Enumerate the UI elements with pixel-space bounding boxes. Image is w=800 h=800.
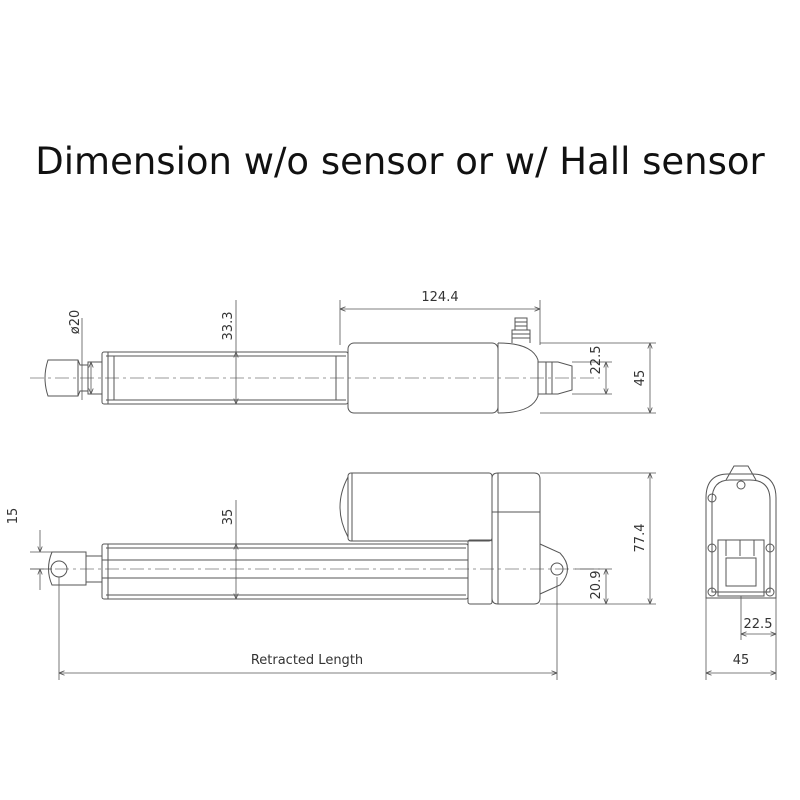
- label-45-top: 45: [633, 370, 648, 387]
- side-view-rod-eye: [48, 551, 87, 586]
- top-view-rod-end: [44, 359, 89, 397]
- label-33-3: 33.3: [221, 312, 236, 341]
- label-22-5-top: 22.5: [589, 346, 604, 375]
- page-title: Dimension w/o sensor or w/ Hall sensor: [35, 140, 765, 183]
- end-view-outline: [705, 473, 777, 599]
- side-view: [30, 472, 656, 680]
- label-22-5-end: 22.5: [744, 617, 773, 632]
- label-124-4: 124.4: [421, 290, 458, 305]
- end-view: [705, 465, 777, 680]
- label-retracted-length: Retracted Length: [251, 653, 363, 668]
- top-view: [30, 300, 656, 414]
- top-view-rear-clevis: [538, 361, 573, 395]
- label-45-end: 45: [733, 653, 750, 668]
- label-77-4: 77.4: [633, 524, 648, 553]
- side-view-tube: [101, 543, 469, 600]
- label-dia-20: ø20: [68, 310, 83, 335]
- end-view-inner-box: [717, 539, 765, 597]
- label-35: 35: [221, 509, 236, 526]
- side-view-collar: [467, 539, 493, 605]
- label-15: 15: [6, 508, 21, 525]
- label-20-9: 20.9: [589, 571, 604, 600]
- top-view-cable-gland: [511, 329, 531, 343]
- side-view-motor: [347, 472, 493, 542]
- side-view-rear-clevis: [539, 543, 568, 595]
- side-view-gearbox: [491, 472, 541, 605]
